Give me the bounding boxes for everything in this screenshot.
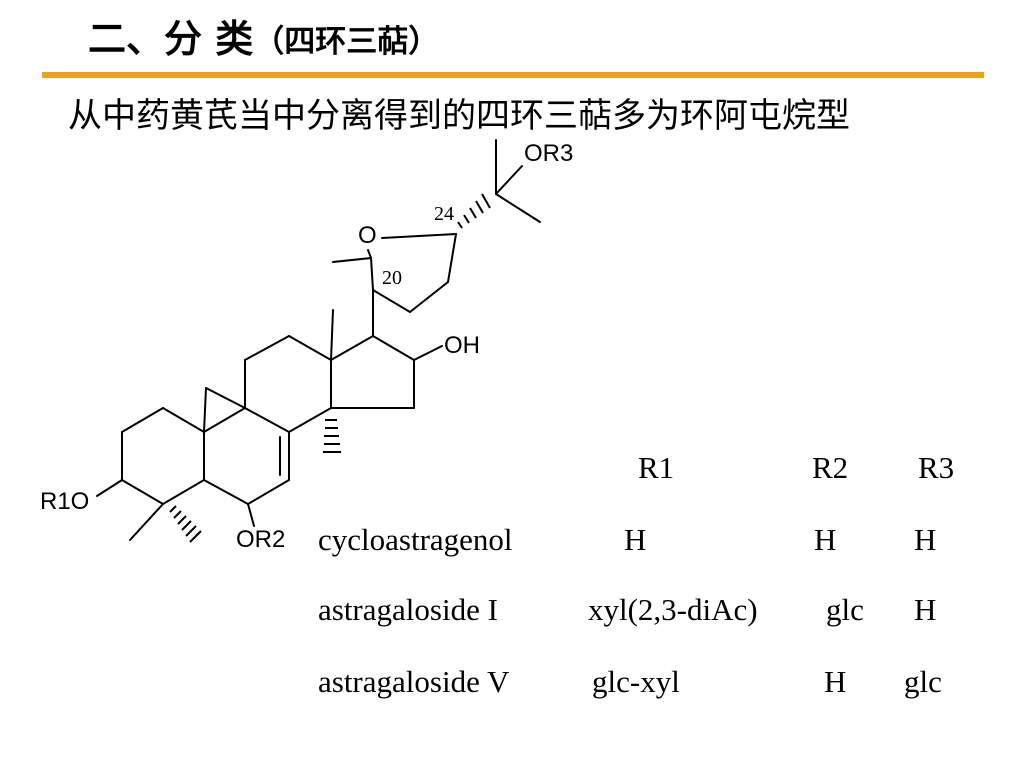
label-ring-oxygen: O [358,222,377,249]
slide-title: 二、分 类（四环三萜） [88,8,439,63]
value-r2: H [824,664,847,699]
label-r1o: R1O [40,488,90,515]
value-r3: H [914,592,937,627]
compound-name: cycloastragenol [318,522,513,557]
value-r1: glc-xyl [592,664,680,699]
compound-name: astragaloside V [318,664,510,699]
value-r3: glc [904,664,942,699]
label-or2: OR2 [236,526,286,553]
table-header-r1: R1 [638,450,675,485]
label-or3: OR3 [524,140,574,167]
table-header-r3: R3 [918,450,955,485]
label-position-20: 20 [382,267,402,289]
value-r3: H [914,522,937,557]
label-hydroxyl: OH [444,332,480,359]
value-r1: H [624,522,647,557]
slide-subtitle: 从中药黄芪当中分离得到的四环三萜多为环阿屯烷型 [68,96,850,136]
title-main: 二、分 类 [88,17,254,61]
table-header-r2: R2 [812,450,849,485]
value-r2: glc [826,592,864,627]
compound-name: astragaloside I [318,592,498,627]
title-divider [42,72,984,78]
value-r2: H [814,522,837,557]
title-sub: （四环三萜） [253,24,440,60]
value-r1: xyl(2,3-diAc) [588,592,758,627]
label-position-24: 24 [434,203,454,225]
